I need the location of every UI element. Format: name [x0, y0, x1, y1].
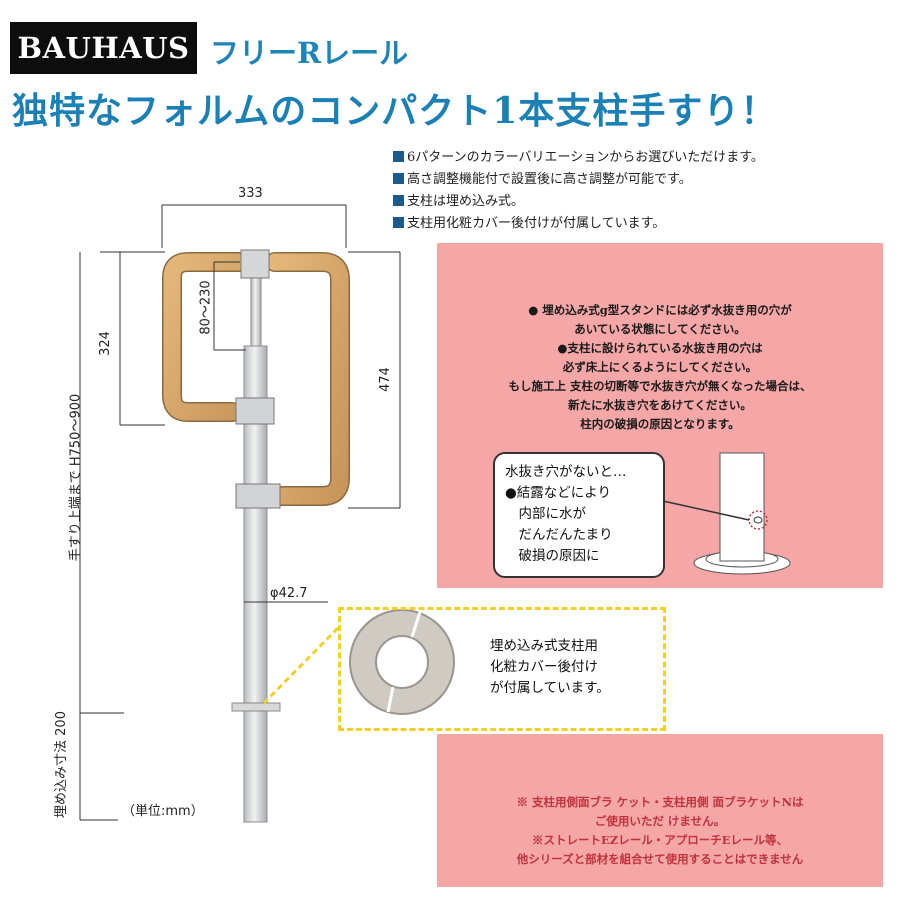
dim-pipe: φ42.7: [270, 586, 308, 601]
dim-total-height: 手すり上端まで H750～900: [68, 393, 84, 562]
cover-ring: [349, 609, 455, 715]
dim-474: 474: [377, 367, 393, 392]
warning-text: ※ 支柱用側面ブラ ケット・支柱用側 面ブラケットNは ご使用いただ けません。…: [516, 795, 804, 866]
bullet-square-icon: [393, 217, 404, 228]
speech-bubble: 水抜き穴がないと… ●結露などにより 内部に水が だんだんたまり 破損の原因に: [493, 452, 665, 578]
feature-item: 6パターンのカラーバリエーションからお選びいただけます。: [393, 147, 764, 169]
dim-width: 333: [238, 186, 263, 201]
bullet-square-icon: [393, 151, 404, 162]
feature-list: 6パターンのカラーバリエーションからお選びいただけます。 高さ調整機能付で設置後…: [393, 147, 764, 235]
feature-item: 支柱は埋め込み式。: [393, 191, 764, 213]
feature-item: 高さ調整機能付で設置後に高さ調整が可能です。: [393, 169, 764, 191]
warning-box-compatibility: ※ 支柱用側面ブラ ケット・支柱用側 面ブラケットNは ご使用いただ けません。…: [437, 734, 883, 887]
headline: 独特なフォルムのコンパクト1本支柱手すり！: [12, 90, 778, 132]
bullet-square-icon: [393, 195, 404, 206]
cover-note: 埋め込み式支柱用 化粧カバー後付け が付属しています。: [490, 638, 610, 696]
bullet-square-icon: [393, 173, 404, 184]
connector-dashed-line: [262, 626, 340, 705]
drain-hole-illustration: [662, 452, 791, 575]
dim-adjust: 80～230: [198, 280, 214, 335]
warning-text: ● 埋め込み式g型スタンドには必ず水抜き用の穴が あいている状態にしてください。…: [508, 303, 812, 431]
dim-324: 324: [97, 331, 113, 356]
feature-item: 支柱用化粧カバー後付けが付属しています。: [393, 213, 764, 235]
brand-logo: BAUHAUS: [10, 22, 197, 74]
unit-label: （単位:mm）: [122, 804, 204, 819]
dimension-lines: [79, 204, 401, 821]
wood-rail: [162, 252, 350, 506]
product-name: フリーRレール: [210, 36, 409, 70]
cover-callout-box: [338, 607, 666, 731]
dim-embed: 埋め込み寸法 200: [53, 711, 69, 818]
support-pole: [231, 249, 281, 823]
